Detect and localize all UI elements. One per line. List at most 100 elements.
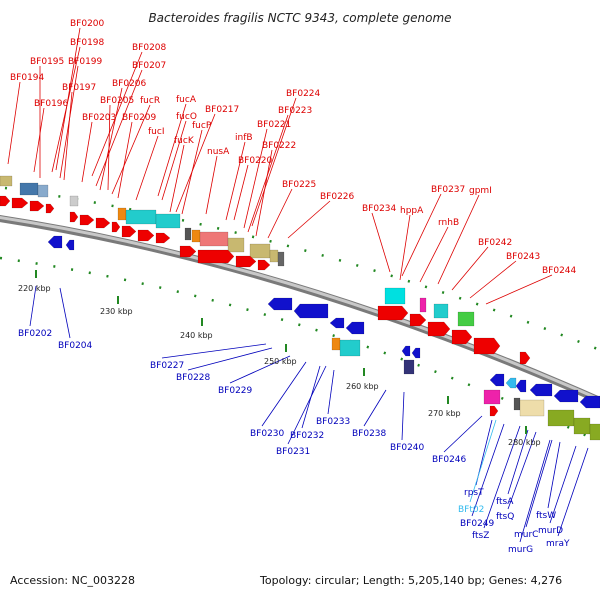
gene-label-nusa[interactable]: nusA [207, 147, 230, 157]
gene-feature[interactable] [95, 217, 111, 229]
gene-label-bf0220[interactable]: BF0220 [238, 156, 273, 166]
gene-feature[interactable] [199, 231, 229, 247]
gene-feature[interactable] [267, 297, 293, 311]
gene-label-bf0209[interactable]: BF0209 [122, 113, 157, 123]
gene-label-hppa[interactable]: hppA [400, 206, 424, 216]
gene-feature[interactable] [339, 339, 361, 357]
gene-feature[interactable] [433, 303, 449, 319]
gene-label-bf0204[interactable]: BF0204 [58, 341, 93, 351]
gene-label-bf0232[interactable]: BF0232 [290, 431, 324, 441]
gene-feature[interactable] [411, 347, 421, 359]
gene-feature[interactable] [121, 225, 137, 238]
gene-label-bf0246[interactable]: BF0246 [432, 455, 467, 465]
gene-feature[interactable] [547, 409, 575, 427]
gene-feature[interactable] [589, 423, 600, 441]
gene-feature[interactable] [269, 249, 279, 263]
gene-label-bf0234[interactable]: BF0234 [362, 204, 397, 214]
gene-label-fuca[interactable]: fucA [176, 95, 197, 105]
gene-feature[interactable] [191, 229, 201, 243]
gene-label-bf0197[interactable]: BF0197 [62, 83, 96, 93]
gene-feature[interactable] [329, 317, 345, 329]
gene-label-bf0202[interactable]: BF0202 [18, 329, 52, 339]
gene-label-bf0229[interactable]: BF0229 [218, 386, 253, 396]
gene-feature[interactable] [155, 232, 171, 244]
gene-feature[interactable] [427, 321, 451, 337]
gene-label-bf0225[interactable]: BF0225 [282, 180, 316, 190]
gene-label-bf0198[interactable]: BF0198 [70, 38, 105, 48]
gene-label-bf0227[interactable]: BF0227 [150, 361, 184, 371]
gene-label-murd[interactable]: murD [538, 526, 563, 536]
gene-label-bf0199[interactable]: BF0199 [68, 57, 103, 67]
gene-label-fuco[interactable]: fucO [176, 112, 197, 122]
gene-label-bft02[interactable]: BFt02 [458, 505, 484, 515]
gene-feature[interactable] [111, 221, 121, 233]
gene-label-murc[interactable]: murC [514, 530, 538, 540]
gene-label-ftsq[interactable]: ftsQ [496, 512, 514, 522]
gene-label-bf0240[interactable]: BF0240 [390, 443, 425, 453]
gene-label-bf0224[interactable]: BF0224 [286, 89, 321, 99]
gene-feature[interactable] [45, 203, 55, 214]
gene-label-bf0194[interactable]: BF0194 [10, 73, 45, 83]
gene-label-bf0249[interactable]: BF0249 [460, 519, 495, 529]
gene-feature[interactable] [117, 207, 127, 221]
gene-feature[interactable] [403, 359, 415, 375]
gene-feature[interactable] [11, 197, 29, 209]
gene-label-bf0205[interactable]: BF0205 [100, 96, 134, 106]
gene-feature[interactable] [579, 395, 600, 409]
gene-feature[interactable] [553, 389, 579, 403]
gene-feature[interactable] [345, 321, 365, 335]
gene-label-bf0226[interactable]: BF0226 [320, 192, 355, 202]
gene-feature[interactable] [155, 213, 181, 229]
gene-feature[interactable] [179, 245, 197, 258]
gene-feature[interactable] [249, 243, 271, 259]
gene-feature[interactable] [529, 383, 553, 397]
gene-label-fuck[interactable]: fucK [174, 136, 195, 146]
gene-label-ftsz[interactable]: ftsZ [472, 531, 489, 541]
gene-feature[interactable] [197, 249, 235, 264]
gene-label-mray[interactable]: mraY [546, 539, 570, 549]
gene-feature[interactable] [401, 345, 411, 357]
gene-feature[interactable] [519, 351, 531, 365]
gene-feature[interactable] [137, 229, 155, 242]
gene-feature[interactable] [29, 200, 45, 212]
gene-feature[interactable] [79, 214, 95, 226]
gene-feature[interactable] [489, 373, 505, 387]
gene-feature[interactable] [457, 311, 475, 327]
gene-label-bf0233[interactable]: BF0233 [316, 417, 350, 427]
gene-label-bf0237[interactable]: BF0237 [431, 185, 465, 195]
gene-label-infb[interactable]: infB [235, 133, 253, 143]
gene-feature[interactable] [489, 405, 499, 417]
gene-label-ftsw[interactable]: ftsW [536, 511, 556, 521]
gene-label-bf0195[interactable]: BF0195 [30, 57, 64, 67]
gene-feature[interactable] [277, 251, 285, 267]
gene-label-bf0206[interactable]: BF0206 [112, 79, 147, 89]
gene-label-ftsa[interactable]: ftsA [496, 497, 514, 507]
gene-label-fuci[interactable]: fucI [148, 127, 164, 137]
gene-label-rnhb[interactable]: rnhB [438, 218, 459, 228]
gene-feature[interactable] [331, 337, 341, 351]
gene-label-murg[interactable]: murG [508, 545, 533, 555]
gene-feature[interactable] [505, 377, 517, 389]
gene-label-bf0223[interactable]: BF0223 [278, 106, 312, 116]
gene-feature[interactable] [69, 195, 79, 207]
gene-feature[interactable] [419, 297, 427, 313]
gene-feature[interactable] [69, 211, 79, 223]
gene-label-gpmi[interactable]: gpmI [469, 186, 492, 196]
gene-label-bf0221[interactable]: BF0221 [257, 120, 291, 130]
gene-label-bf0243[interactable]: BF0243 [506, 252, 540, 262]
gene-feature[interactable] [573, 417, 591, 435]
gene-feature[interactable] [409, 313, 427, 327]
gene-feature[interactable] [473, 337, 501, 355]
gene-label-rpst[interactable]: rpsT [464, 488, 484, 498]
gene-feature[interactable] [257, 259, 271, 271]
gene-label-bf0203[interactable]: BF0203 [82, 113, 116, 123]
gene-label-bf0222[interactable]: BF0222 [262, 141, 296, 151]
gene-feature[interactable] [0, 195, 11, 207]
gene-feature[interactable] [227, 237, 245, 253]
gene-label-bf0244[interactable]: BF0244 [542, 266, 577, 276]
gene-feature[interactable] [483, 389, 501, 405]
gene-feature[interactable] [37, 184, 49, 198]
gene-feature[interactable] [235, 255, 257, 268]
gene-feature[interactable] [184, 227, 192, 241]
gene-feature[interactable] [451, 329, 473, 345]
